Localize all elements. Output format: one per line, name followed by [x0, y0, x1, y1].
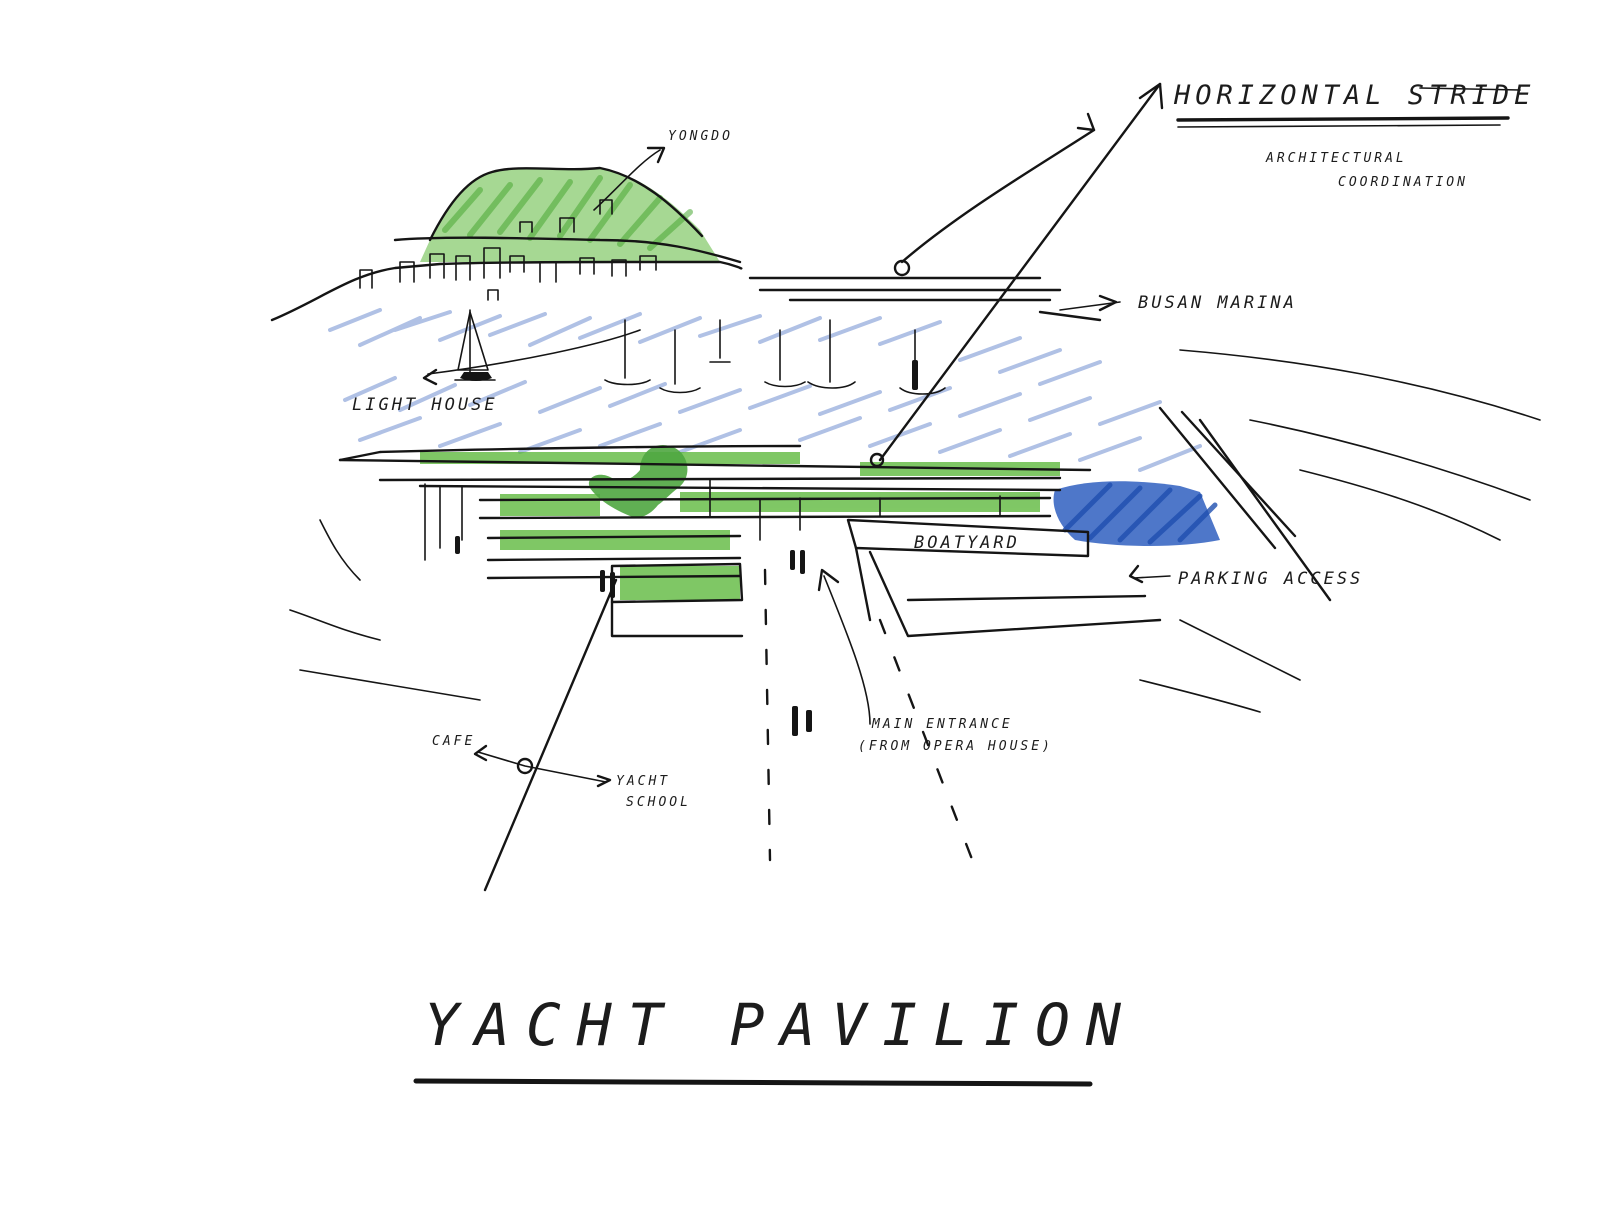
label-yacht-school-1: YACHT	[616, 774, 670, 789]
people	[455, 360, 918, 736]
boatyard-building	[846, 406, 1332, 638]
stride-underline-1	[1176, 116, 1510, 122]
sailboat-hull	[460, 372, 492, 381]
label-from-opera-house: (FROM OPERA HOUSE)	[858, 739, 1053, 754]
stride-underline-top	[1419, 87, 1521, 91]
stride-node-roof	[869, 452, 885, 468]
stride-node-top	[893, 259, 911, 277]
boatyard-blue-hatch	[1062, 482, 1218, 545]
city-skyline	[359, 199, 657, 301]
page-title: YACHT PAVILION	[424, 991, 1137, 1059]
stride-underline-2	[1177, 124, 1501, 128]
title-underline	[413, 1078, 1093, 1087]
path-axes	[483, 82, 1162, 892]
ground-lines	[289, 349, 1541, 713]
roof-green-strips	[420, 452, 1060, 600]
label-boatyard: BOATYARD	[914, 533, 1020, 553]
label-coordination: COORDINATION	[1338, 175, 1468, 190]
label-main-entrance: MAIN ENTRANCE	[871, 717, 1013, 732]
label-light-house: LIGHT HOUSE	[352, 395, 498, 415]
sailboats	[454, 309, 946, 395]
label-architectural: ARCHITECTURAL	[1265, 151, 1407, 166]
label-yacht-school-2: SCHOOL	[626, 795, 691, 810]
leader-lines	[427, 149, 1171, 783]
cafe-node	[516, 757, 534, 775]
label-cafe: CAFE	[432, 734, 475, 749]
label-parking-access: PARKING ACCESS	[1178, 569, 1363, 589]
horizon-lines	[270, 166, 1102, 322]
label-busan-marina: BUSAN MARINA	[1138, 293, 1297, 313]
label-horizontal-stride: HORIZONTAL STRIDE	[1173, 80, 1535, 111]
arrowheads	[422, 82, 1164, 788]
approach-dashes	[763, 568, 982, 882]
pavilion-columns	[424, 479, 1001, 561]
label-yongdo: YONGDO	[668, 129, 733, 144]
